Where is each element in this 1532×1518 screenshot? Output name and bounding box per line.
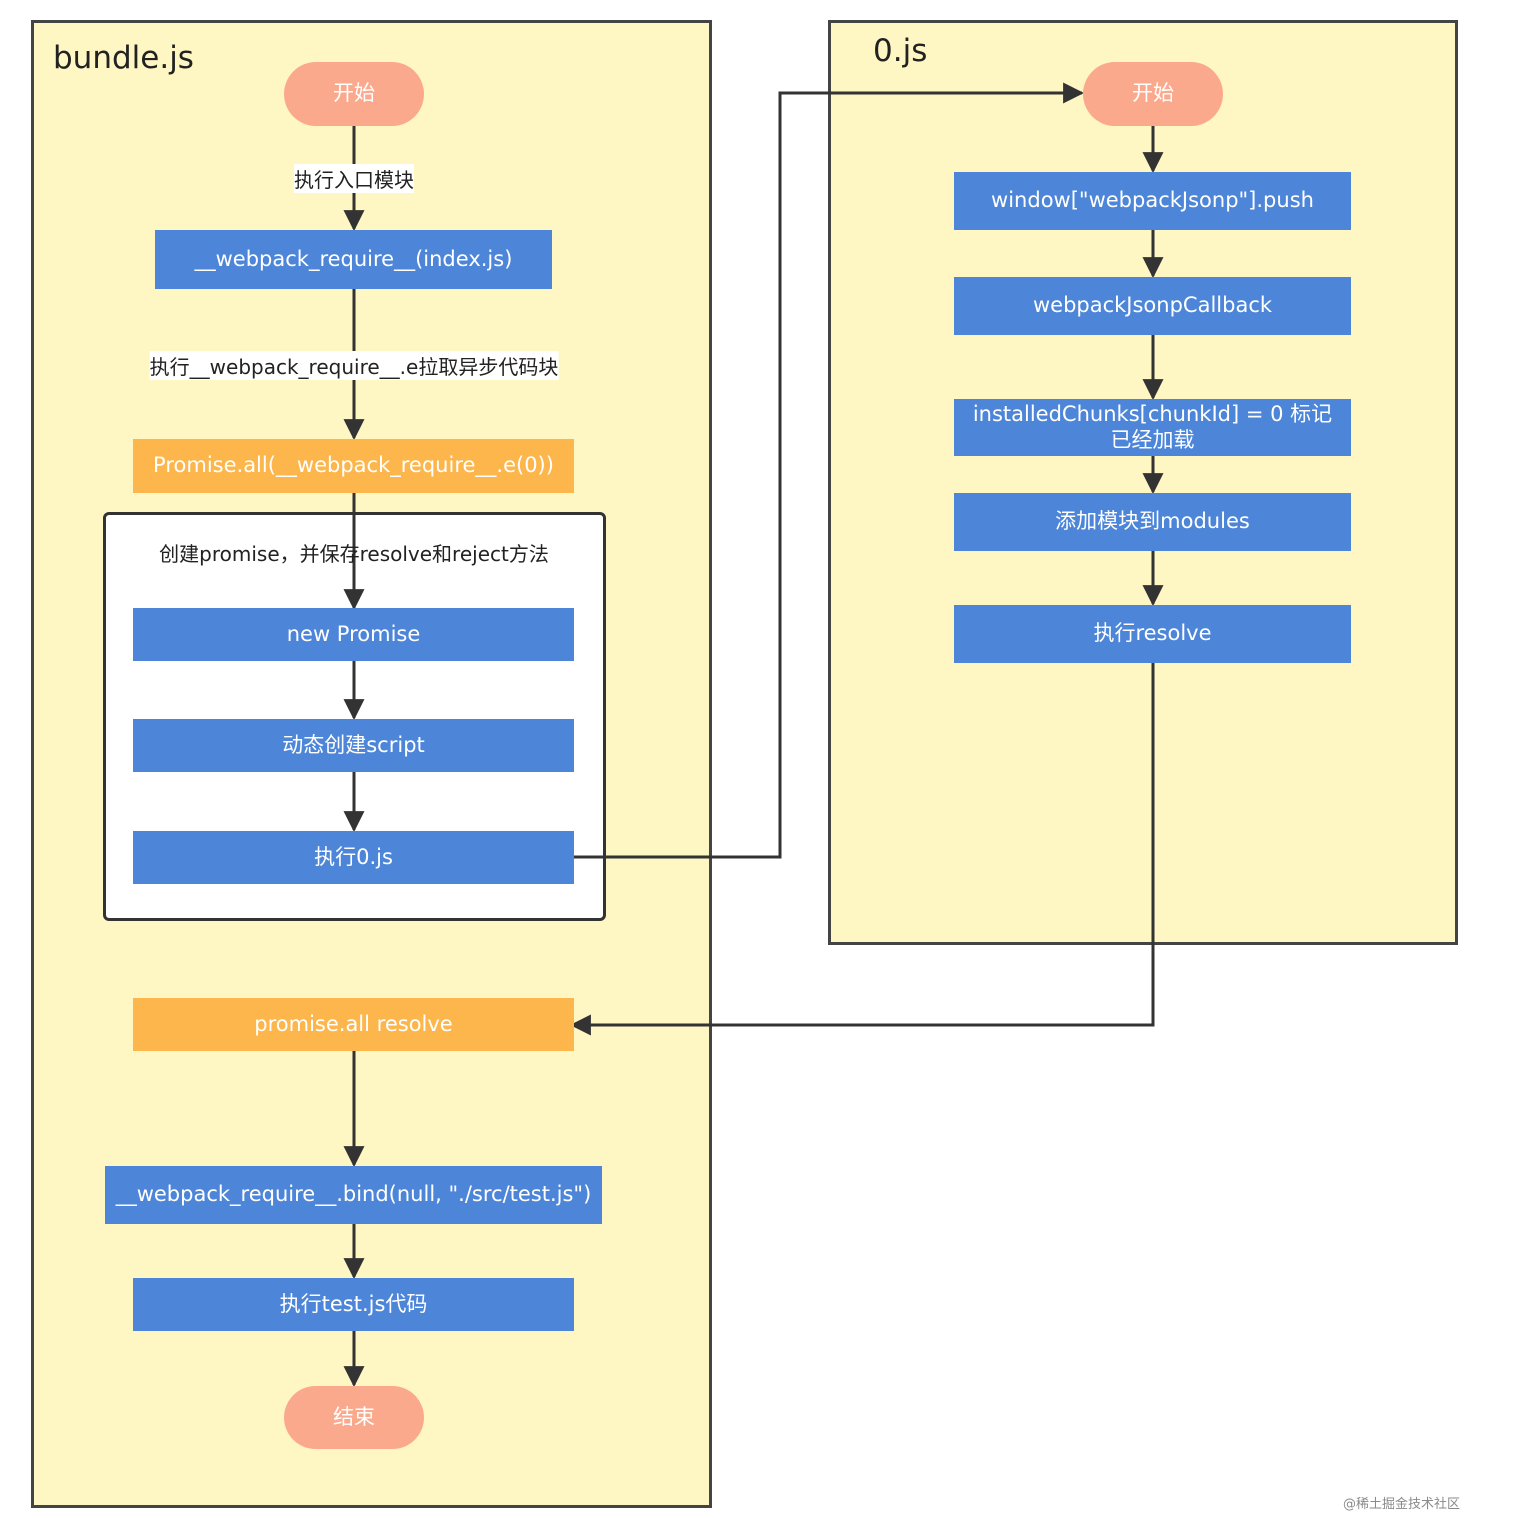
require-index-node: __webpack_require__(index.js) bbox=[155, 230, 552, 289]
chunk-panel-title: 0.js bbox=[873, 33, 928, 69]
jsonp-push-node: window["webpackJsonp"].push bbox=[954, 172, 1351, 230]
create-script-node: 动态创建script bbox=[133, 719, 574, 772]
bundle-start-node: 开始 bbox=[284, 62, 424, 126]
promise-all-resolve-node: promise.all resolve bbox=[133, 998, 574, 1051]
exec-test-node: 执行test.js代码 bbox=[133, 1278, 574, 1331]
new-promise-node: new Promise bbox=[133, 608, 574, 661]
chunk-start-node: 开始 bbox=[1083, 62, 1223, 126]
require-bind-node: __webpack_require__.bind(null, "./src/te… bbox=[105, 1166, 602, 1224]
promise-all-node: Promise.all(__webpack_require__.e(0)) bbox=[133, 439, 574, 493]
watermark: @稀土掘金技术社区 bbox=[1342, 1497, 1460, 1512]
promise-group-caption: 创建promise，并保存resolve和reject方法 bbox=[159, 542, 549, 566]
exec-0js-node: 执行0.js bbox=[133, 831, 574, 884]
installed-chunks-node: installedChunks[chunkId] = 0 标记已经加载 bbox=[954, 399, 1351, 456]
exec-resolve-node: 执行resolve bbox=[954, 605, 1351, 663]
jsonp-callback-node: webpackJsonpCallback bbox=[954, 277, 1351, 335]
chunk-panel bbox=[828, 20, 1458, 945]
bundle-panel-title: bundle.js bbox=[53, 40, 194, 76]
add-modules-node: 添加模块到modules bbox=[954, 493, 1351, 551]
bundle-end-node: 结束 bbox=[284, 1386, 424, 1449]
edge-label-require-e: 执行__webpack_require__.e拉取异步代码块 bbox=[149, 351, 559, 380]
edge-label-exec-entry: 执行入口模块 bbox=[294, 164, 414, 193]
